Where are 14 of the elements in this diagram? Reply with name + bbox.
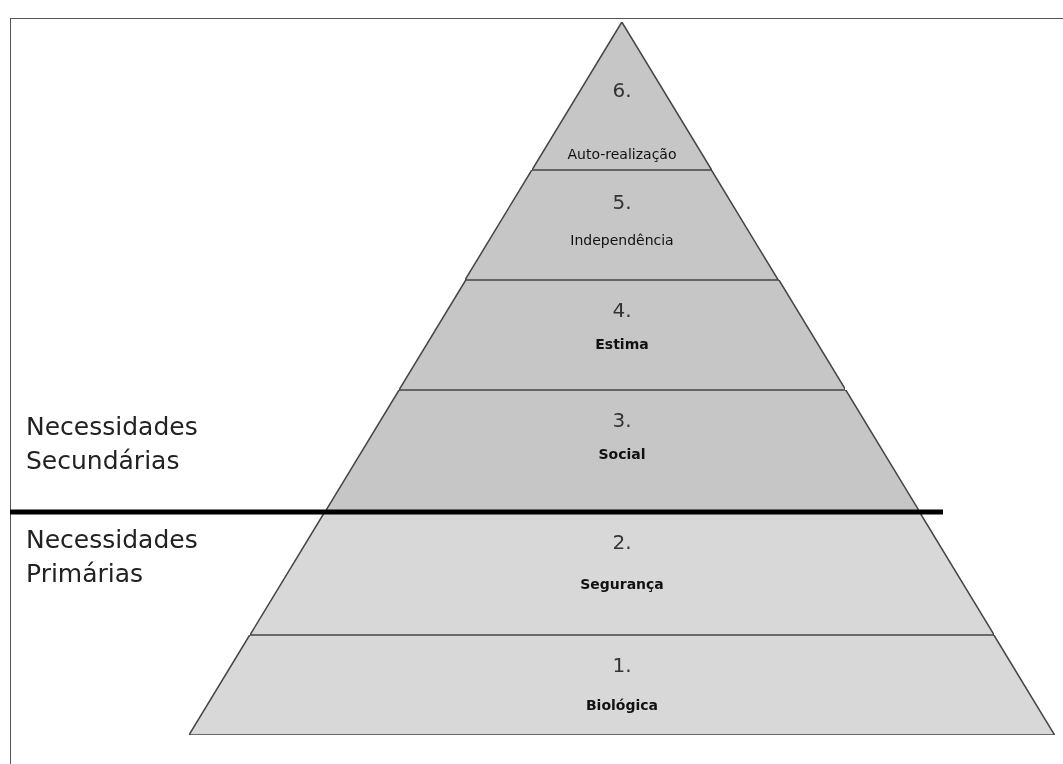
group-label: Necessidades Secundárias (26, 411, 199, 477)
level-name: Estima (594, 336, 650, 352)
level-name: Auto-realização (566, 146, 678, 162)
level-number: 5. (611, 190, 633, 214)
level-name: Social (597, 446, 647, 462)
level-number: 6. (611, 78, 633, 102)
level-number: 1. (611, 653, 633, 677)
level-number: 3. (611, 408, 633, 432)
level-number: 4. (611, 298, 633, 322)
level-number: 2. (611, 530, 633, 554)
group-label: Necessidades Primárias (26, 524, 199, 590)
level-name: Independência (569, 232, 675, 248)
level-name: Biológica (584, 697, 660, 713)
level-name: Segurança (579, 576, 665, 592)
